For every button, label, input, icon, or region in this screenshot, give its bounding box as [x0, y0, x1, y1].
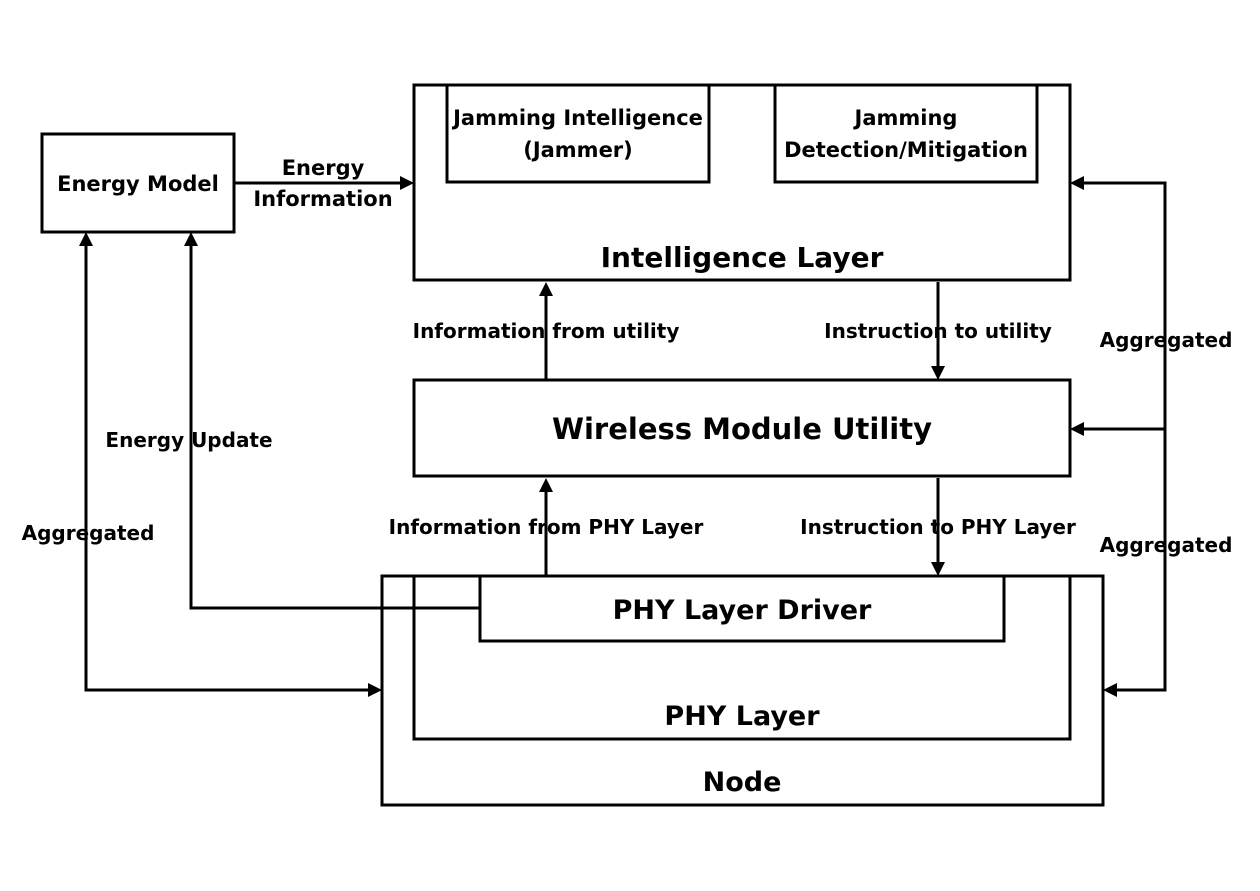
jamming-intelligence-label: Jamming Intelligence: [451, 106, 703, 130]
information-from-utility-label: Information from utility: [413, 319, 680, 343]
arrowhead-up: [184, 232, 198, 246]
node-label: Node: [703, 767, 782, 798]
wireless-module-utility-box: [412, 378, 1072, 478]
arrowhead-down: [931, 562, 945, 576]
arrowhead-down: [931, 366, 945, 380]
aggregated-left-line: [84, 246, 370, 692]
aggregated-right-line: [1082, 181, 1167, 692]
jamming-detection-label: Jamming: [853, 106, 958, 130]
jamming-detection-sublabel: Detection/Mitigation: [784, 138, 1028, 162]
wireless-module-utility-label: Wireless Module Utility: [552, 412, 932, 446]
arrowhead-left: [1070, 422, 1084, 436]
arrowhead-right: [368, 683, 382, 697]
aggregated-left-label: Aggregated: [22, 521, 155, 545]
energy-update-label: Energy Update: [105, 428, 272, 452]
arrowhead-up: [539, 282, 553, 296]
information-from-phy-label: Information from PHY Layer: [389, 515, 704, 539]
arrowhead-up: [79, 232, 93, 246]
phy-layer-driver-box: [478, 574, 1006, 643]
energy-information-sublabel: Information: [253, 187, 392, 211]
energy-information-label: Energy: [282, 156, 365, 180]
arrowhead-left: [1103, 683, 1117, 697]
intelligence-layer-label: Intelligence Layer: [601, 241, 884, 274]
arrowhead-up: [539, 478, 553, 492]
phy-layer-label: PHY Layer: [664, 701, 820, 732]
instruction-to-phy-label: Instruction to PHY Layer: [800, 515, 1076, 539]
aggregated-right-bottom-label: Aggregated: [1100, 533, 1233, 557]
arrowhead-right: [400, 176, 414, 190]
energy-model-label: Energy Model: [57, 172, 219, 196]
energy-update-line: [189, 246, 480, 610]
jamming-detection-box: [773, 83, 1039, 184]
instruction-to-utility-label: Instruction to utility: [824, 319, 1052, 343]
jamming-intelligence-box: [445, 83, 711, 184]
aggregated-right-top-label: Aggregated: [1100, 328, 1233, 352]
jamming-intelligence-sublabel: (Jammer): [523, 138, 633, 162]
arrowhead-left: [1070, 176, 1084, 190]
intelligence-layer-box: [412, 83, 1072, 282]
phy-layer-driver-label: PHY Layer Driver: [613, 595, 872, 626]
